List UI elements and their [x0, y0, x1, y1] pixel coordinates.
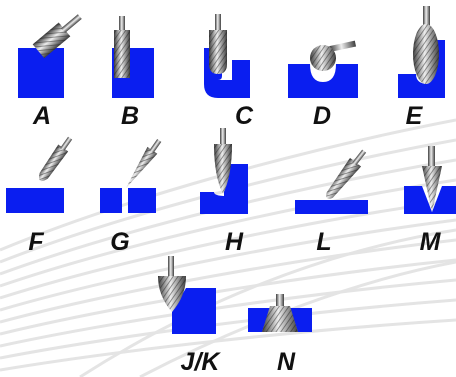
workpiece-g-left	[100, 188, 122, 213]
label-jk: J/K	[181, 348, 222, 376]
workpiece-g-right	[128, 188, 156, 213]
tool-n	[262, 294, 298, 332]
tool-g	[126, 139, 162, 188]
workpiece-d	[288, 64, 358, 98]
burr-n: N	[248, 294, 312, 376]
tool-d	[310, 40, 357, 71]
label-l: L	[316, 228, 331, 256]
workpiece-l	[295, 200, 368, 214]
label-b: B	[121, 102, 139, 130]
burr-h: H	[200, 128, 248, 256]
tool-e	[413, 6, 439, 84]
burr-e: E	[398, 6, 445, 130]
workpiece-f	[6, 188, 64, 213]
burr-d: D	[288, 40, 358, 130]
burr-jk: J/K	[158, 256, 221, 376]
tool-m	[422, 146, 442, 212]
tool-h	[214, 128, 232, 194]
tool-jk	[158, 256, 186, 312]
background-swoosh	[0, 118, 456, 377]
workpiece-n	[248, 308, 270, 332]
label-d: D	[313, 102, 331, 130]
workpiece-m	[404, 186, 456, 214]
burr-m: M	[404, 146, 456, 256]
label-g: G	[110, 228, 129, 256]
burr-a: A	[18, 14, 82, 130]
burr-g: G	[100, 139, 162, 256]
burr-b: B	[112, 16, 154, 130]
tool-b	[114, 16, 130, 78]
label-m: M	[420, 228, 442, 256]
tool-c	[209, 14, 227, 74]
burr-l: L	[295, 149, 368, 256]
tool-f	[39, 136, 73, 182]
label-e: E	[406, 102, 424, 130]
tool-a	[32, 14, 82, 59]
label-h: H	[225, 228, 244, 256]
label-a: A	[32, 102, 51, 130]
label-c: C	[235, 102, 254, 130]
workpiece-jk	[172, 288, 216, 334]
burr-f: F	[6, 136, 73, 256]
label-n: N	[277, 348, 296, 376]
workpiece-e	[398, 74, 445, 98]
workpiece-h	[200, 192, 226, 214]
label-f: F	[28, 228, 44, 256]
burr-c: C	[204, 14, 254, 130]
workpiece-a	[18, 48, 64, 98]
tool-l	[326, 149, 367, 199]
